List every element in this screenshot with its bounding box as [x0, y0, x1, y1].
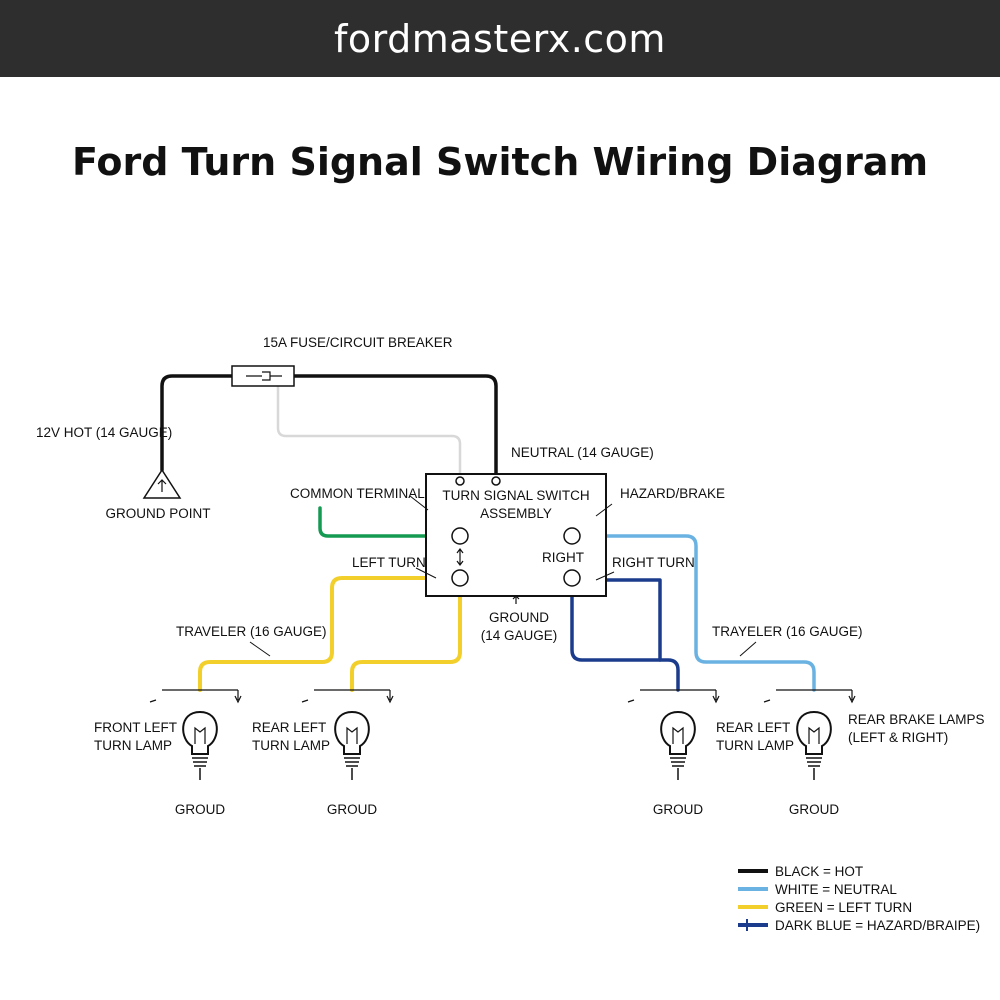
lamp-label-line2: TURN LAMP: [716, 738, 794, 753]
hazard-wire: [576, 534, 816, 692]
light-bulb-icon: [182, 710, 218, 780]
lamp-ground-label: GROUD: [789, 802, 840, 817]
light-bulb-icon: [796, 710, 832, 780]
ground-point-label: GROUND POINT: [105, 506, 210, 521]
legend-label: WHITE = NEUTRAL: [775, 882, 897, 897]
hot-label: 12V HOT (14 GAUGE): [36, 425, 172, 440]
right-turn-label: RIGHT TURN: [612, 555, 695, 570]
lamp-ground-label: GROUD: [653, 802, 704, 817]
lamp-label-line1: FRONT LEFT: [94, 720, 177, 735]
lamp-bracket: [627, 689, 720, 704]
left-turn-terminal: [451, 569, 469, 587]
hot-wire: [160, 374, 234, 472]
right-turn-lamp-wire: [658, 658, 680, 692]
lamp-bracket: [301, 689, 394, 704]
lamp-label-line1: REAR BRAKE LAMPS: [848, 712, 985, 727]
left-turn-wire-rear: [350, 582, 462, 692]
lamp-3: REAR LEFT TURN LAMP GROUD: [627, 689, 794, 817]
common-terminal-label: COMMON TERMINAL: [290, 486, 425, 501]
traveler-right-label: TRAYELER (16 GAUGE): [712, 624, 863, 639]
legend-item: WHITE = NEUTRAL: [738, 882, 897, 897]
light-bulb-icon: [334, 710, 370, 780]
lamp-bracket: [149, 689, 242, 704]
lamp-label-line2: (LEFT & RIGHT): [848, 730, 948, 745]
left-turn-label: LEFT TURN: [352, 555, 426, 570]
hazard-brake-label: HAZARD/BRAKE: [620, 486, 725, 501]
lamp-1: FRONT LEFT TURN LAMP GROUD: [94, 689, 242, 817]
fuse-icon: [231, 365, 295, 387]
legend-label: DARK BLUE = HAZARD/BRAIPE): [775, 918, 980, 933]
switch-toggle-arrow: [456, 548, 464, 566]
lamp-label-line1: REAR LEFT: [716, 720, 790, 735]
right-label: RIGHT: [542, 550, 584, 565]
right-terminal: [563, 569, 581, 587]
lamp-label-line2: TURN LAMP: [94, 738, 172, 753]
legend-item: GREEN = LEFT TURN: [738, 900, 912, 915]
lamp-label-line2: TURN LAMP: [252, 738, 330, 753]
ground-label-line1: GROUND: [489, 610, 549, 625]
ground-point-icon: [142, 468, 182, 499]
site-name[interactable]: fordmasterx.com: [334, 16, 666, 61]
switch-label-line2: ASSEMBLY: [480, 506, 552, 521]
lamp-ground-label: GROUD: [327, 802, 378, 817]
callout-lines: [249, 495, 757, 657]
legend-item: BLACK = HOT: [738, 864, 863, 879]
page-title: Ford Turn Signal Switch Wiring Diagram: [71, 140, 929, 184]
hot-terminal: [491, 476, 501, 486]
site-header: fordmasterx.com: [0, 0, 1000, 77]
legend: BLACK = HOT WHITE = NEUTRAL GREEN = LEFT T…: [738, 864, 980, 933]
lamp-4: REAR BRAKE LAMPS (LEFT & RIGHT) GROUD: [763, 689, 985, 817]
lamp-2: REAR LEFT TURN LAMP GROUD: [252, 689, 394, 817]
right-turn-wire: [570, 576, 662, 662]
common-terminal-post: [451, 527, 469, 545]
lamp-bracket: [763, 689, 856, 704]
legend-label: BLACK = HOT: [775, 864, 863, 879]
hot-wire-to-switch: [292, 374, 498, 482]
lamp-ground-label: GROUD: [175, 802, 226, 817]
left-turn-wire-front: [198, 576, 428, 692]
neutral-label: NEUTRAL (14 GAUGE): [511, 445, 654, 460]
legend-item: DARK BLUE = HAZARD/BRAIPE): [738, 918, 980, 933]
neutral-feed-wire: [276, 380, 462, 482]
legend-label: GREEN = LEFT TURN: [775, 900, 912, 915]
hazard-terminal: [563, 527, 581, 545]
fuse-label: 15A FUSE/CIRCUIT BREAKER: [263, 335, 453, 350]
common-wire: [318, 506, 428, 538]
neutral-terminal: [455, 476, 465, 486]
traveler-left-label: TRAVELER (16 GAUGE): [176, 624, 327, 639]
switch-label-line1: TURN SIGNAL SWITCH: [442, 488, 589, 503]
ground-arrow: [512, 595, 520, 604]
lamp-label-line1: REAR LEFT: [252, 720, 326, 735]
light-bulb-icon: [660, 710, 696, 780]
ground-label-line2: (14 GAUGE): [481, 628, 558, 643]
switch-terminals: [451, 476, 581, 587]
